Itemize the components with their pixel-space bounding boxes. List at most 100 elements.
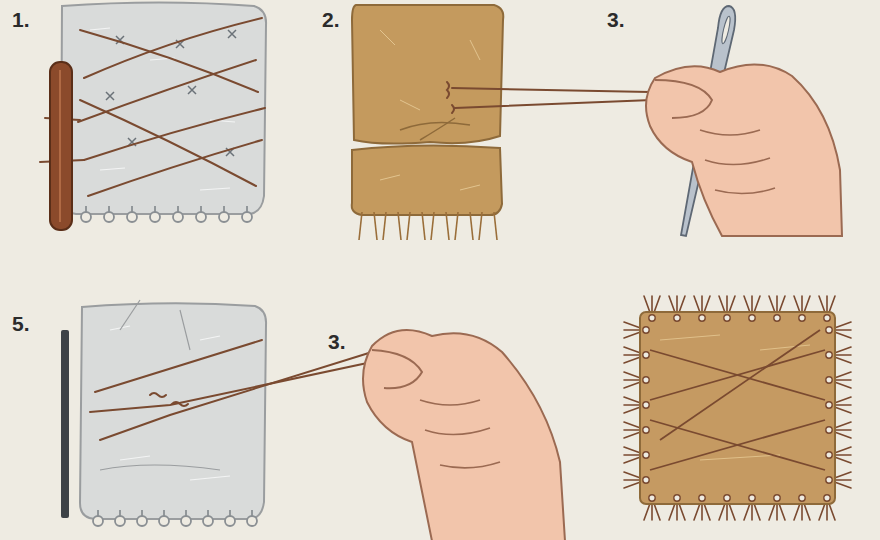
- tan-pad-panel-part-part: [494, 212, 497, 240]
- grey-fabric-panel-part-part: [141, 510, 143, 516]
- grey-fabric-panel-part-part: [180, 310, 190, 350]
- grey-fabric-panel-part-part: [181, 516, 191, 526]
- finished-square-part-part: [650, 420, 825, 470]
- grey-fabric-panel-part-part: [219, 212, 229, 222]
- hand-holding-threads-part-part: [420, 400, 480, 405]
- tan-pad-panel-part-part: [380, 30, 395, 45]
- label-holder: 3.: [328, 330, 346, 354]
- grey-fabric-panel-part-part: [95, 340, 262, 392]
- finished-square-part-part: [643, 327, 649, 333]
- finished-square-part-part: [643, 477, 649, 483]
- tan-pad-panel-part-part: [431, 212, 434, 240]
- finished-square-part-part: [799, 315, 805, 321]
- grey-fabric-panel-part-part: [93, 516, 103, 526]
- finished-square-part-part: [650, 350, 825, 400]
- finished-square-part-part: [826, 452, 832, 458]
- finished-square-part-part: [826, 352, 832, 358]
- tan-pad-panel-part-part: [400, 100, 420, 110]
- finished-square-part-part: [699, 495, 705, 501]
- finished-square-part-part: [826, 402, 832, 408]
- finished-square-part: [650, 330, 825, 470]
- tan-pad-panel-part-part: [470, 212, 473, 240]
- finished-square-part-part: [826, 377, 832, 383]
- grey-fabric-panel-part-part: [207, 510, 209, 516]
- label-holder: 1.: [12, 8, 30, 32]
- finished-square-part-part: [643, 352, 649, 358]
- hand-with-needle-part: [720, 16, 731, 44]
- finished-square-part-part: [674, 495, 680, 501]
- callout-number: 1.: [12, 8, 30, 32]
- grey-fabric-panel-part: [81, 206, 252, 222]
- finished-square-part-part: [650, 420, 825, 470]
- finished-square-part-part: [724, 495, 730, 501]
- callout-number: 2.: [322, 8, 340, 32]
- callout-number: 3.: [607, 8, 625, 32]
- tan-pad-panel-part: [380, 30, 480, 190]
- grey-fabric-panel-part-part: [137, 516, 147, 526]
- tan-pad-panel-part: [359, 212, 497, 240]
- tan-pad-panel-part-part: [455, 212, 458, 240]
- grey-fabric-panel-part-part: [90, 28, 110, 30]
- tan-pad-panel-part-part: [380, 175, 400, 180]
- finished-square: [624, 296, 851, 520]
- hand-holding-threads-part: [372, 350, 422, 388]
- finished-square-part-part: [643, 452, 649, 458]
- grey-fabric-panel-part: [59, 70, 61, 222]
- grey-fabric-panel-part-part: [196, 212, 206, 222]
- tan-pad-panel-part: [352, 5, 503, 144]
- tan-pad-panel-part-part: [400, 122, 470, 130]
- hand-with-needle-part: [655, 80, 712, 118]
- grey-fabric-panel-part-part: [80, 30, 258, 92]
- tan-pad-panel-part-part: [398, 212, 401, 240]
- finished-square-part-part: [760, 345, 810, 350]
- finished-square-part-part: [660, 330, 820, 440]
- grey-fabric-panel-part-part: [242, 212, 252, 222]
- finished-square-part-part: [774, 495, 780, 501]
- label-holder: 5.: [12, 312, 30, 336]
- grey-fabric-panel-part-part: [127, 212, 137, 222]
- grey-fabric-panel-part-part: [185, 510, 187, 516]
- hand-holding-threads-part-part: [440, 462, 500, 468]
- grey-fabric-panel-part: [106, 30, 236, 156]
- hand-with-needle-part-part: [715, 188, 775, 194]
- tan-pad-panel-part-part: [422, 212, 425, 240]
- callout-number: 3.: [328, 330, 346, 354]
- tan-pad-panel-part-part: [455, 100, 652, 108]
- grey-fabric-panel-part-part: [172, 402, 188, 406]
- grey-fabric-panel-part-part: [251, 510, 253, 516]
- finished-square-part: [660, 335, 810, 460]
- finished-square-part: [643, 315, 832, 501]
- tan-pad-panel-part: [400, 118, 470, 140]
- finished-square-part-part: [824, 495, 830, 501]
- finished-square-part-part: [649, 495, 655, 501]
- grey-fabric-panel-part-part: [80, 100, 256, 186]
- finished-square-part-part: [824, 315, 830, 321]
- label-holder: 3.: [607, 8, 625, 32]
- grey-fabric-panel-part-part: [173, 212, 183, 222]
- finished-square-part-part: [749, 495, 755, 501]
- grey-fabric-panel-part-part: [159, 516, 169, 526]
- finished-square-part-part: [724, 315, 730, 321]
- grey-fabric-panel-part-part: [119, 510, 121, 516]
- grey-fabric-panel-part-part: [88, 140, 262, 196]
- hand-holding-threads: [363, 330, 565, 540]
- finished-square-part-part: [643, 377, 649, 383]
- grey-fabric-panel-part-part: [90, 362, 372, 412]
- tan-pad-panel-part-part: [374, 212, 377, 240]
- grey-fabric-panel-part-part: [228, 30, 236, 38]
- grey-fabric-panel-part-part: [247, 516, 257, 526]
- grey-fabric-panel-part: [93, 510, 257, 526]
- hand-holding-threads-part-part: [425, 428, 490, 435]
- grey-fabric-panel-part: [40, 18, 265, 196]
- tan-pad-panel-part-part: [452, 105, 454, 113]
- grey-fabric-panel-part-part: [200, 188, 230, 190]
- grey-fabric-panel-part: [61, 330, 69, 518]
- tan-pad-panel-part-part: [452, 88, 650, 92]
- grey-fabric-panel-part-part: [115, 516, 125, 526]
- finished-square-part-part: [650, 350, 825, 400]
- finished-square-part: [624, 296, 851, 520]
- finished-square-part-part: [660, 335, 720, 340]
- tan-pad-panel-part-part: [470, 40, 480, 60]
- grey-fabric-panel-part: [50, 62, 72, 230]
